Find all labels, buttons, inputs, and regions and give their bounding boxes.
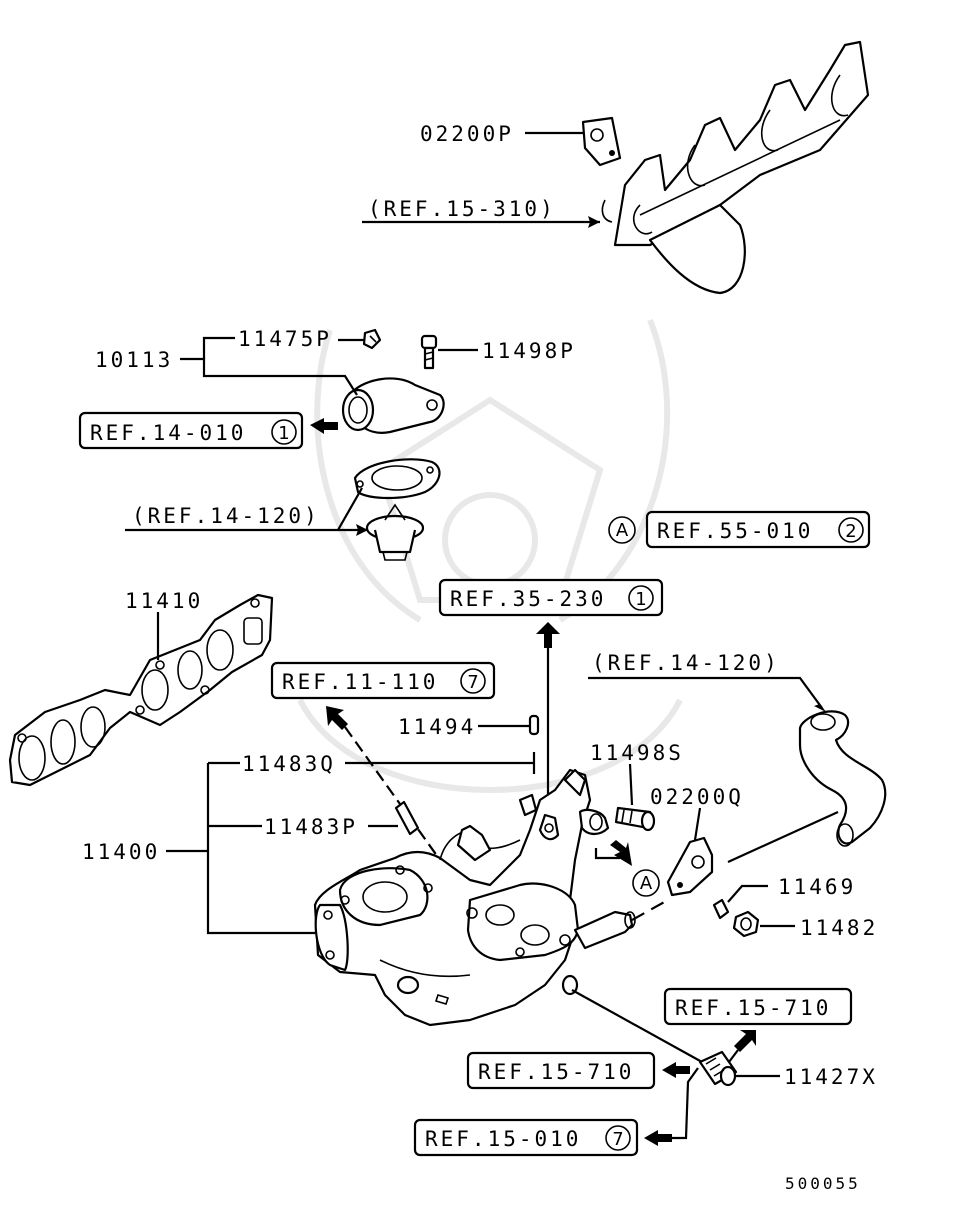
leader-fitting-to-manifold [571, 989, 703, 1063]
svg-text:1: 1 [635, 589, 646, 610]
svg-text:REF.15-710: REF.15-710 [675, 996, 831, 1020]
leader-11469 [727, 884, 768, 903]
ref-box-15-010[interactable]: REF.15-010 7 [413, 1118, 639, 1157]
label-11498P: 11498P [482, 339, 576, 363]
leader-ref-15-010 [672, 1067, 699, 1140]
ref-box-11-110[interactable]: REF.11-110 7 [270, 661, 496, 700]
water-outlet-fitting [341, 377, 445, 434]
ref-box-15-710-a[interactable]: REF.15-710 [663, 987, 853, 1026]
ref-box-14-010[interactable]: REF.14-010 1 [78, 411, 304, 450]
arrow-to-marker-a [610, 840, 632, 866]
ref-box-15-710-b[interactable]: REF.15-710 [466, 1051, 656, 1090]
diagram-id: 500055 [785, 1174, 861, 1193]
ref-14-120-a: (REF.14-120) [132, 504, 320, 528]
svg-text:1: 1 [278, 423, 289, 444]
svg-text:REF.55-010: REF.55-010 [657, 519, 813, 543]
nut-11482 [732, 910, 760, 938]
svg-text:2: 2 [845, 521, 856, 542]
ref-15-310: (REF.15-310) [368, 197, 556, 221]
arrow-to-ref-11-110 [326, 706, 348, 730]
arrowhead [814, 698, 826, 712]
label-11483Q: 11483Q [242, 752, 336, 776]
thermostat-gasket [353, 458, 441, 500]
bolt-11498P [420, 334, 438, 370]
arrowhead [356, 524, 368, 536]
label-02200P: 02200P [420, 122, 514, 146]
leader-02200Q [693, 807, 702, 841]
leader-hose [727, 810, 839, 864]
water-hose [798, 710, 887, 847]
leader-11498S [628, 763, 634, 806]
label-11410: 11410 [125, 589, 203, 613]
label-11482: 11482 [800, 916, 878, 940]
ref-14-120-b: (REF.14-120) [592, 651, 780, 675]
svg-text:A: A [640, 873, 653, 894]
svg-text:7: 7 [467, 672, 478, 693]
arrow-to-ref-15-710-a [734, 1030, 756, 1052]
arrowhead [588, 216, 600, 228]
label-10113: 10113 [95, 348, 173, 372]
label-11494: 11494 [398, 715, 476, 739]
svg-text:REF.11-110: REF.11-110 [282, 670, 438, 694]
leader-10113-branch [202, 336, 235, 359]
gasket-02200Q [666, 836, 714, 897]
arrow-to-ref-15-010 [644, 1130, 672, 1146]
gasket-11410 [8, 593, 274, 787]
arrow-to-ref-35-230 [536, 622, 560, 648]
label-11400: 11400 [82, 840, 160, 864]
intake-manifold-11400 [313, 768, 636, 1027]
fitting-11427X [698, 1050, 738, 1087]
svg-text:7: 7 [612, 1129, 623, 1150]
svg-text:REF.15-710: REF.15-710 [478, 1060, 634, 1084]
dashed-guide-02200Q [631, 899, 669, 921]
label-11498S: 11498S [590, 741, 684, 765]
svg-text:REF.15-010: REF.15-010 [425, 1127, 581, 1151]
gasket-02200P [581, 116, 622, 167]
ref-box-35-230[interactable]: REF.35-230 1 [438, 578, 664, 617]
leader-10113 [180, 357, 358, 396]
label-02200Q: 02200Q [650, 785, 744, 809]
label-11427X: 11427X [784, 1065, 878, 1089]
svg-text:REF.14-010: REF.14-010 [90, 421, 246, 445]
washer-11469 [712, 898, 730, 920]
svg-text:A: A [616, 520, 629, 541]
svg-text:REF.35-230: REF.35-230 [450, 587, 606, 611]
leader-ref-14-120-b [588, 676, 823, 709]
arrow-to-ref-14-010 [310, 418, 338, 434]
dowel-11483P [394, 800, 420, 836]
marker-a[interactable] [632, 869, 660, 897]
leader-ref-14-120-a-up [337, 487, 363, 531]
leader-marker-a [594, 848, 620, 860]
pin-11494 [528, 714, 540, 736]
exhaust-manifold [601, 40, 870, 295]
ref-box-55-010[interactable]: A REF.55-010 2 [608, 510, 871, 549]
label-11483P: 11483P [264, 815, 358, 839]
thermostat [365, 503, 425, 561]
bracket-11400 [206, 763, 315, 935]
label-11475P: 11475P [238, 327, 332, 351]
bolt-11475P [362, 328, 382, 350]
bolt-11498S [614, 806, 656, 832]
arrow-to-ref-15-710-b [662, 1062, 690, 1078]
label-11469: 11469 [778, 875, 856, 899]
